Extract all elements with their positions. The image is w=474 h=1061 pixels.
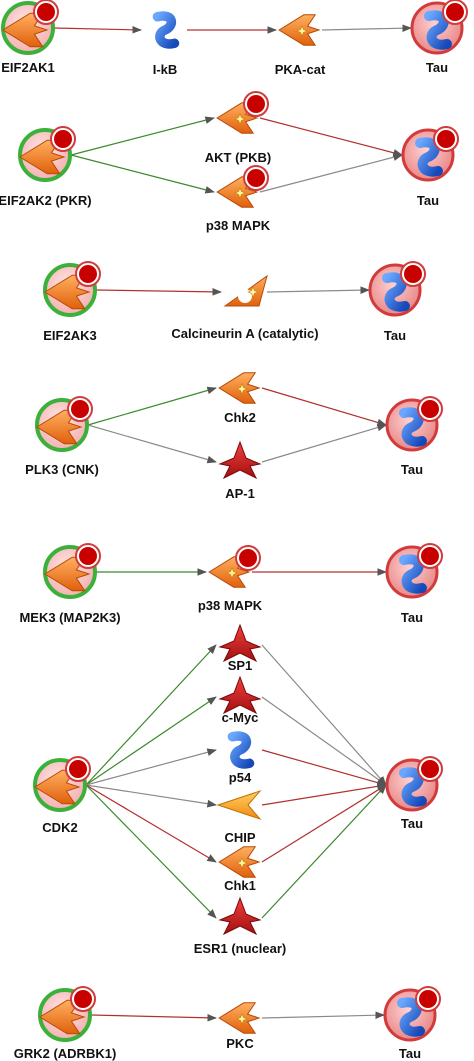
- pathway-panel-6: [33, 623, 443, 936]
- intermediate-label: PKC: [226, 1036, 254, 1051]
- intermediate-label: SP1: [228, 658, 253, 673]
- edge: [87, 386, 217, 426]
- tau-node[interactable]: [385, 756, 443, 812]
- source-node[interactable]: [38, 986, 96, 1042]
- tau-label: Tau: [426, 60, 448, 75]
- edge: [266, 286, 370, 295]
- intermediate-node[interactable]: [216, 165, 269, 208]
- intermediate-label: p38 MAPK: [198, 598, 263, 613]
- edge: [95, 288, 222, 296]
- intermediate-label: AP-1: [225, 486, 255, 501]
- intermediate-label: Calcineurin A (catalytic): [171, 326, 318, 341]
- edge: [321, 24, 412, 33]
- intermediate-label: ESR1 (nuclear): [194, 941, 286, 956]
- intermediate-node[interactable]: [218, 896, 262, 936]
- intermediate-node[interactable]: [216, 789, 262, 821]
- edge: [85, 784, 217, 863]
- source-label: EIF2AK2 (PKR): [0, 193, 92, 208]
- intermediate-label: Chk2: [224, 410, 256, 425]
- intermediate-label: AKT (PKB): [205, 150, 271, 165]
- source-node[interactable]: [1, 0, 59, 55]
- nodes: [1, 0, 468, 1042]
- source-label: MEK3 (MAP2K3): [19, 610, 120, 625]
- source-label: GRK2 (ADRBK1): [14, 1046, 117, 1061]
- edge: [261, 1011, 385, 1020]
- intermediate-node[interactable]: [218, 675, 262, 715]
- edges: [53, 24, 412, 1022]
- intermediate-label: CHIP: [224, 830, 255, 845]
- source-label: EIF2AK1: [1, 60, 54, 75]
- source-node[interactable]: [18, 126, 76, 182]
- edge: [85, 748, 217, 786]
- edge: [261, 644, 387, 786]
- edge: [85, 784, 217, 919]
- tau-label: Tau: [417, 193, 439, 208]
- edge: [70, 116, 215, 156]
- edge: [70, 154, 215, 194]
- edge: [259, 153, 403, 193]
- intermediate-node[interactable]: [218, 440, 262, 480]
- intermediate-node[interactable]: [218, 1002, 261, 1034]
- source-label: CDK2: [42, 820, 77, 835]
- source-label: PLK3 (CNK): [25, 462, 99, 477]
- pathway-panel-5: [43, 543, 443, 599]
- tau-node[interactable]: [368, 261, 426, 317]
- pathway-panel-4: [35, 372, 443, 480]
- intermediate-node[interactable]: [227, 731, 255, 769]
- intermediate-node[interactable]: [208, 545, 261, 588]
- pathway-panel-3: [43, 261, 426, 317]
- tau-label: Tau: [401, 816, 423, 831]
- edge: [261, 387, 387, 427]
- edge: [87, 424, 217, 464]
- tau-node[interactable]: [385, 543, 443, 599]
- intermediate-label: p54: [229, 770, 252, 785]
- tau-node[interactable]: [401, 126, 459, 182]
- intermediate-node[interactable]: [216, 91, 269, 134]
- source-node[interactable]: [33, 756, 91, 812]
- intermediate-label: I-kB: [153, 62, 178, 77]
- tau-label: Tau: [399, 1046, 421, 1061]
- tau-node[interactable]: [383, 986, 441, 1042]
- edge: [90, 1013, 217, 1022]
- source-label: EIF2AK3: [43, 328, 96, 343]
- intermediate-label: PKA-cat: [275, 62, 326, 77]
- edge: [85, 696, 217, 786]
- source-node[interactable]: [35, 396, 93, 452]
- tau-label: Tau: [384, 328, 406, 343]
- source-node[interactable]: [43, 543, 101, 599]
- edge: [85, 644, 217, 786]
- edge: [261, 696, 387, 786]
- intermediate-node[interactable]: [218, 623, 262, 663]
- tau-node[interactable]: [410, 0, 468, 55]
- tau-label: Tau: [401, 610, 423, 625]
- edge: [261, 784, 387, 919]
- edge: [261, 782, 387, 806]
- intermediate-label: Chk1: [224, 878, 256, 893]
- tau-label: Tau: [401, 462, 423, 477]
- pathway-panel-7: [38, 986, 441, 1042]
- tau-node[interactable]: [385, 396, 443, 452]
- pathway-panel-1: [1, 0, 468, 55]
- edge: [259, 117, 403, 157]
- edge: [261, 423, 387, 463]
- intermediate-node[interactable]: [152, 11, 180, 49]
- edge: [85, 784, 217, 808]
- edge: [261, 749, 387, 787]
- source-node[interactable]: [43, 261, 101, 317]
- intermediate-node[interactable]: [223, 274, 268, 307]
- edge: [53, 25, 142, 34]
- intermediate-node[interactable]: [218, 846, 261, 878]
- intermediate-label: c-Myc: [222, 710, 259, 725]
- intermediate-node[interactable]: [278, 14, 321, 46]
- intermediate-node[interactable]: [218, 372, 261, 404]
- pathway-panel-2: [18, 91, 459, 208]
- intermediate-label: p38 MAPK: [206, 218, 271, 233]
- edge: [261, 784, 387, 863]
